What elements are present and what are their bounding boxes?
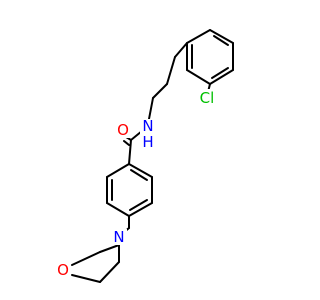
double-bond-inner — [129, 199, 148, 211]
carbonyl-oxygen-label: O — [117, 121, 129, 139]
atom-labels: Cl N H O N O — [55, 89, 219, 279]
structure-diagram: Cl N H O N O — [55, 29, 234, 283]
amide-hydrogen-label: H — [142, 133, 153, 151]
double-bond-inner — [130, 169, 148, 181]
chlorine-atom: Cl — [195, 89, 219, 107]
bond — [186, 69, 211, 85]
bond — [99, 261, 120, 283]
bond — [71, 251, 101, 266]
morpholine-nitrogen-label: N — [113, 228, 124, 246]
amide-nitrogen-label: N — [142, 117, 153, 135]
bond — [128, 202, 153, 217]
bond — [166, 56, 176, 85]
carbonyl-oxygen-atom: O — [115, 121, 131, 139]
chlorine-label: Cl — [200, 89, 215, 107]
bond — [209, 69, 234, 85]
morpholine-oxygen-label: O — [57, 261, 69, 279]
bond — [128, 163, 153, 178]
bond — [186, 29, 211, 44]
bond — [128, 139, 132, 165]
double-bond — [123, 140, 130, 146]
bond — [152, 83, 168, 99]
morpholine-oxygen-atom: O — [55, 261, 71, 279]
amide-nitrogen-atom: N H — [140, 117, 156, 151]
bond — [106, 202, 130, 217]
bond — [99, 244, 120, 253]
double-bond-inner — [213, 35, 229, 46]
bond-lines — [71, 29, 234, 283]
bond — [174, 42, 188, 58]
double-bond-inner — [211, 67, 229, 79]
bond — [209, 29, 234, 44]
bond — [148, 97, 154, 120]
bond — [71, 274, 101, 283]
morpholine-nitrogen-atom: N — [111, 228, 127, 246]
bond — [106, 163, 130, 178]
